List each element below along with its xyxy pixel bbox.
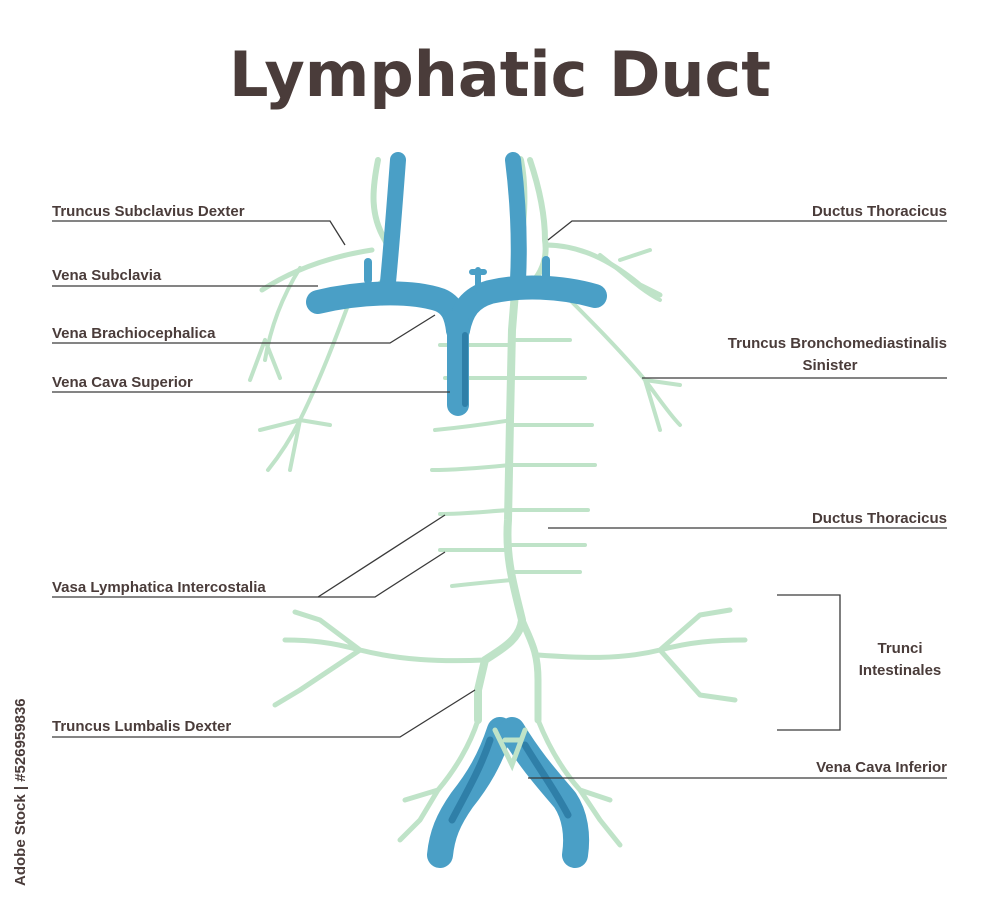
intercostal-left-7 [450,578,514,588]
intercostal-left-4 [430,463,512,472]
truncus-lumbalis-dexter-vessel [397,717,481,843]
vena-small-center [469,267,487,293]
vena-brachiocephalica-sinister [446,275,607,342]
label-ductus-thoracicus-top: Ductus Thoracicus [811,203,947,220]
lymph-left-upper-branch [259,247,375,293]
label-ductus-thoracicus-mid: Ductus Thoracicus [811,510,947,527]
label-truncus-bronchomediastinalis-line2: Sinister [802,357,858,374]
veins [306,152,607,868]
thoracic-duct-right-limb [518,616,542,724]
label-vena-subclavia: Vena Subclavia [52,267,162,284]
ductus-thoracicus-upper-vessel [527,157,549,288]
lymph-left-arm-1 [248,266,302,382]
leader-vena-brachiocephalica [52,314,436,344]
lymph-right-arm-1 [598,248,662,302]
intercostal-left-3 [433,418,514,432]
leader-truncus-subclavius-dexter [52,220,346,246]
bracket-trunci-intestinales [777,594,841,731]
lymph-left-arm-2 [258,298,352,472]
watermark-text: Adobe Stock | #526959836 [12,698,29,886]
leader-lines [52,220,947,779]
trunci-intestinales-right [535,607,748,703]
label-vasa-lymphatica-intercostalia: Vasa Lymphatica Intercostalia [52,579,266,596]
trunci-intestinales-left [272,609,488,708]
label-vena-cava-inferior: Vena Cava Inferior [816,759,947,776]
lymph-lower-right [535,717,623,848]
label-truncus-lumbalis-dexter: Truncus Lumbalis Dexter [52,718,232,735]
label-vena-brachiocephalica: Vena Brachiocephalica [52,325,216,342]
leader-truncus-lumbalis-dexter [52,689,476,738]
leader-vasa-lymphatica-2 [318,551,446,598]
leader-ductus-thoracicus-top [547,220,947,241]
stock-watermark: Adobe Stock | #526959836 [8,676,32,896]
vena-iliaca-sinistra [499,717,590,868]
label-trunci-intestinales-line2: Intestinales [858,662,942,679]
label-vena-cava-superior: Vena Cava Superior [52,374,193,391]
label-truncus-subclavius-dexter: Truncus Subclavius Dexter [52,203,245,220]
lymph-overlay-center [492,727,528,772]
lymph-overlay [492,727,528,772]
vena-jugularis-sinister [505,152,527,288]
vena-jugularis-dexter [380,152,406,290]
label-trunci-intestinales-line1: Trunci [877,640,923,657]
label-truncus-bronchomediastinalis-line1: Truncus Bronchomediastinalis [727,335,947,352]
lymph-right-arm-2 [558,288,682,432]
intercostal-left-5 [438,508,512,516]
page-title: Lymphatic Duct [229,38,771,111]
vena-cava-inferior-shade [448,736,572,824]
